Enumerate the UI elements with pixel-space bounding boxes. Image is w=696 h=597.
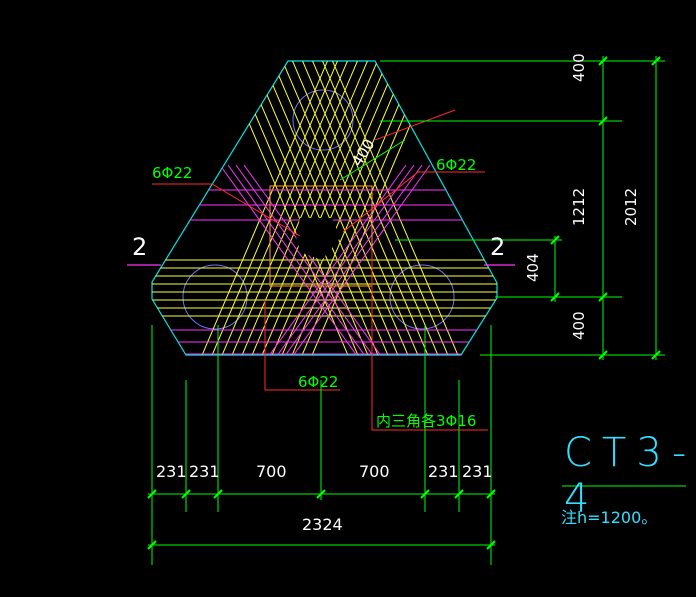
rebar-diagonal-right: [289, 61, 421, 355]
dim-tick: [420, 489, 430, 499]
dim-tick: [316, 489, 326, 499]
rebar-label-bottom: 6Φ22: [298, 373, 339, 391]
drawing-title: CT3-4: [564, 430, 696, 522]
leader-right-upper: [342, 171, 485, 233]
dim-tick: [181, 489, 191, 499]
dim-bottom-total: 2324: [302, 515, 343, 534]
dim-tick: [651, 56, 661, 66]
dim-bottom-4: 700: [359, 462, 390, 481]
magenta-rebar-group: [152, 164, 497, 355]
rebar-diagonal-left: [199, 61, 331, 355]
dim-tick: [454, 489, 464, 499]
leader-bottom: [264, 300, 340, 391]
dim-right-total: 2012: [622, 187, 640, 226]
pile-cap-outline: [151, 60, 498, 356]
rebar-magenta-diagonal: [281, 164, 423, 355]
center-void: [296, 218, 340, 260]
dim-tick: [550, 235, 560, 245]
dim-bottom-3: 700: [256, 462, 287, 481]
rebar-label-right-upper: 6Φ22: [436, 156, 477, 174]
dim-tick: [598, 56, 608, 66]
dim-tick: [147, 489, 157, 499]
section-mark-left: 2: [132, 233, 148, 261]
rebar-magenta-diagonal: [273, 164, 415, 355]
rebar-magenta-diagonal: [219, 164, 361, 355]
rebar-label-left-upper: 6Φ22: [152, 164, 193, 182]
yellow-rebar-group: [152, 61, 497, 355]
dim-bottom-1: 231: [156, 462, 187, 481]
dim-tick: [486, 540, 496, 550]
rebar-label-inner-triangle: 内三角各3Φ16: [376, 412, 477, 430]
dimension-lines: [148, 56, 686, 565]
dim-right-middle: 1212: [570, 187, 588, 226]
leader-lines: [152, 109, 488, 431]
rebar-magenta-diagonal: [235, 164, 377, 355]
dim-right-top: 400: [570, 53, 588, 82]
dim-bottom-6: 231: [462, 462, 493, 481]
rebar-diagonal-right: [269, 61, 401, 355]
inner-core-rectangle: [269, 185, 373, 287]
dim-right-bottom: 400: [570, 311, 588, 340]
rebar-diagonal-right: [329, 61, 461, 355]
rebar-magenta-diagonal: [265, 164, 407, 355]
rebar-diagonal-right: [239, 61, 371, 355]
section-mark-right: 2: [490, 233, 506, 261]
dim-line-diagonal: [339, 139, 406, 181]
rebar-diagonal-right: [249, 61, 381, 355]
rebar-diagonal-right: [279, 61, 411, 355]
rebar-magenta-diagonal: [243, 164, 385, 355]
dim-tick: [213, 489, 223, 499]
dim-tick: [550, 292, 560, 302]
rebar-magenta-diagonal: [227, 164, 369, 355]
drawing-note: 注h=1200。: [561, 508, 658, 527]
dim-tick: [147, 540, 157, 550]
dim-tick: [598, 292, 608, 302]
dim-tick: [486, 489, 496, 499]
rebar-diagonal-right: [319, 61, 451, 355]
rebar-magenta-diagonal: [289, 164, 431, 355]
pile-circle-right: [389, 264, 455, 330]
leader-diagonal-dim: [374, 109, 456, 141]
dim-bottom-2: 231: [189, 462, 220, 481]
dim-right-inner: 404: [524, 253, 542, 282]
dimension-ticks: [147, 56, 661, 550]
dim-tick: [598, 116, 608, 126]
dim-tick: [651, 350, 661, 360]
pile-circle-top: [292, 89, 354, 151]
leader-inner-triangle: [371, 250, 488, 431]
dim-tick: [598, 350, 608, 360]
rebar-diagonal-right: [299, 61, 431, 355]
dim-bottom-5: 231: [428, 462, 459, 481]
rebar-diagonal-right: [259, 61, 391, 355]
leader-left-upper: [152, 183, 301, 237]
